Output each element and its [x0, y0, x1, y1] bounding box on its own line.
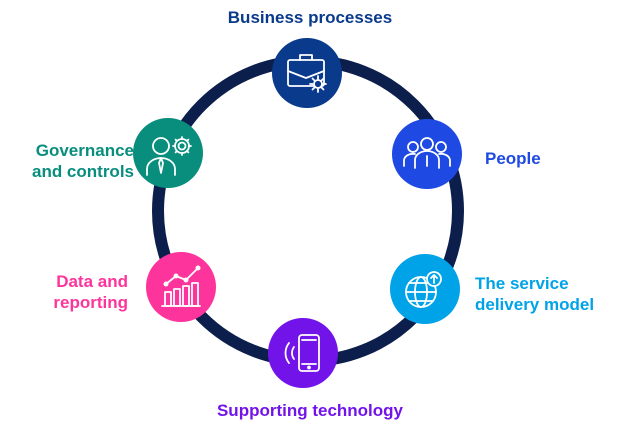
business-node-circle [272, 38, 342, 108]
node-data-and-reporting [146, 252, 216, 322]
node-supporting-technology [268, 318, 338, 388]
label-business-processes: Business processes [170, 7, 450, 28]
node-governance-and-controls [133, 118, 203, 188]
globe-upload-icon [405, 271, 442, 308]
people-group-icon [403, 137, 451, 169]
smartphone-signal-icon [284, 334, 320, 372]
label-line: Governance [35, 141, 134, 160]
label-data-and-reporting: Data and reporting [8, 271, 128, 313]
label-line: and controls [31, 162, 134, 181]
people-node-circle [392, 119, 462, 189]
label-supporting-technology: Supporting technology [150, 400, 470, 421]
governance-node-circle [133, 118, 203, 188]
data-node-circle [146, 252, 216, 322]
briefcase-gear-icon [287, 54, 327, 93]
label-line: delivery model [475, 295, 595, 314]
label-governance-and-controls: Governance and controls [2, 140, 134, 182]
label-line: reporting [53, 293, 128, 312]
bar-chart-trend-icon [161, 265, 201, 307]
node-service-delivery-model [390, 254, 460, 324]
label-line: Data and [56, 272, 128, 291]
label-line: People [485, 149, 541, 168]
node-business-processes [272, 38, 342, 108]
label-service-delivery-model: The service delivery model [475, 273, 625, 315]
label-people: People [485, 148, 605, 169]
service-node-circle [390, 254, 460, 324]
label-line: Business processes [227, 8, 393, 27]
label-line: The service [475, 274, 569, 293]
person-gear-icon [146, 136, 192, 176]
label-line: Supporting technology [216, 401, 404, 420]
supporting-node-circle [268, 318, 338, 388]
node-people [392, 119, 462, 189]
